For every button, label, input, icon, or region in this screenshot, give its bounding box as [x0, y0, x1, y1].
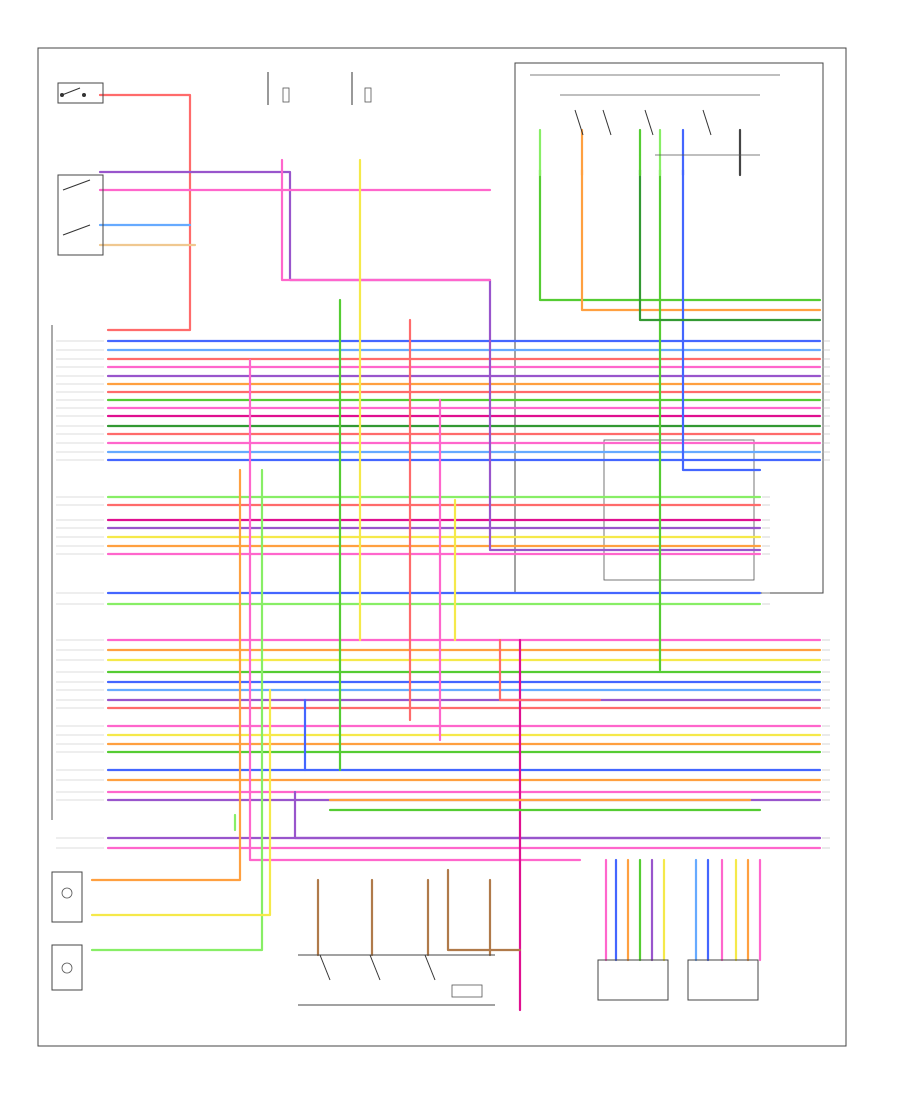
control-module-box [514, 62, 824, 594]
rear-connector-box [687, 959, 759, 1001]
transfer-control-box [603, 439, 755, 581]
wire-org-c [90, 468, 242, 882]
wire-brn-bottom [446, 868, 522, 952]
wire-dkgrn-top [638, 168, 822, 322]
front-connector-box [597, 959, 669, 1001]
wire-blue-drop [681, 168, 762, 472]
wire-yel-c [90, 688, 272, 917]
wire-grn-top [538, 168, 822, 302]
top-fuse-symbols [267, 72, 372, 105]
diagram-frame [37, 47, 847, 1047]
solenoid-switch-symbols [298, 954, 495, 1006]
relay-cluster [530, 74, 780, 156]
wire-group [90, 93, 822, 1012]
temp-sensor-symbol [51, 944, 83, 991]
wire-ltgrn-c [90, 468, 264, 952]
wire-pink-b [280, 158, 492, 282]
wire-org-top [580, 168, 822, 312]
wire-red-d [498, 638, 602, 702]
wire-vio-c [293, 790, 822, 840]
wire-red-riser [98, 93, 192, 332]
wire-pink-c [248, 358, 582, 862]
top-switch-symbol [57, 82, 104, 104]
pin-group [56, 340, 830, 849]
speed-sensor-symbol [51, 871, 83, 923]
position-switch-symbol [57, 174, 104, 256]
